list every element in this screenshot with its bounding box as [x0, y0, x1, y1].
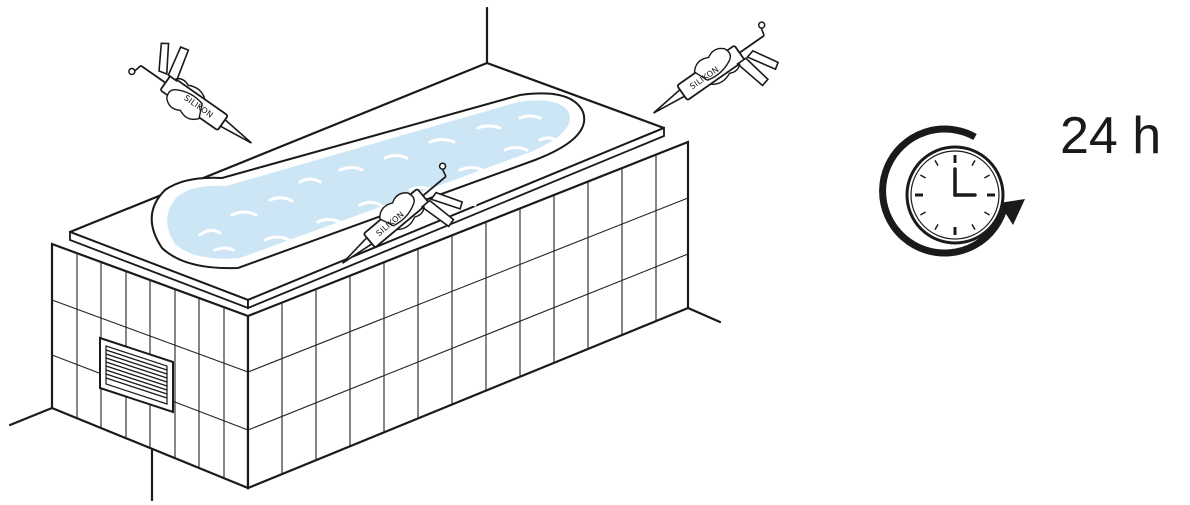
caulking-gun-icon: SILIKON [644, 18, 793, 146]
clock-icon [883, 129, 1025, 253]
cure-time-label: 24 h [1060, 110, 1161, 162]
caulking-gun-icon: SILIKON [126, 29, 275, 157]
